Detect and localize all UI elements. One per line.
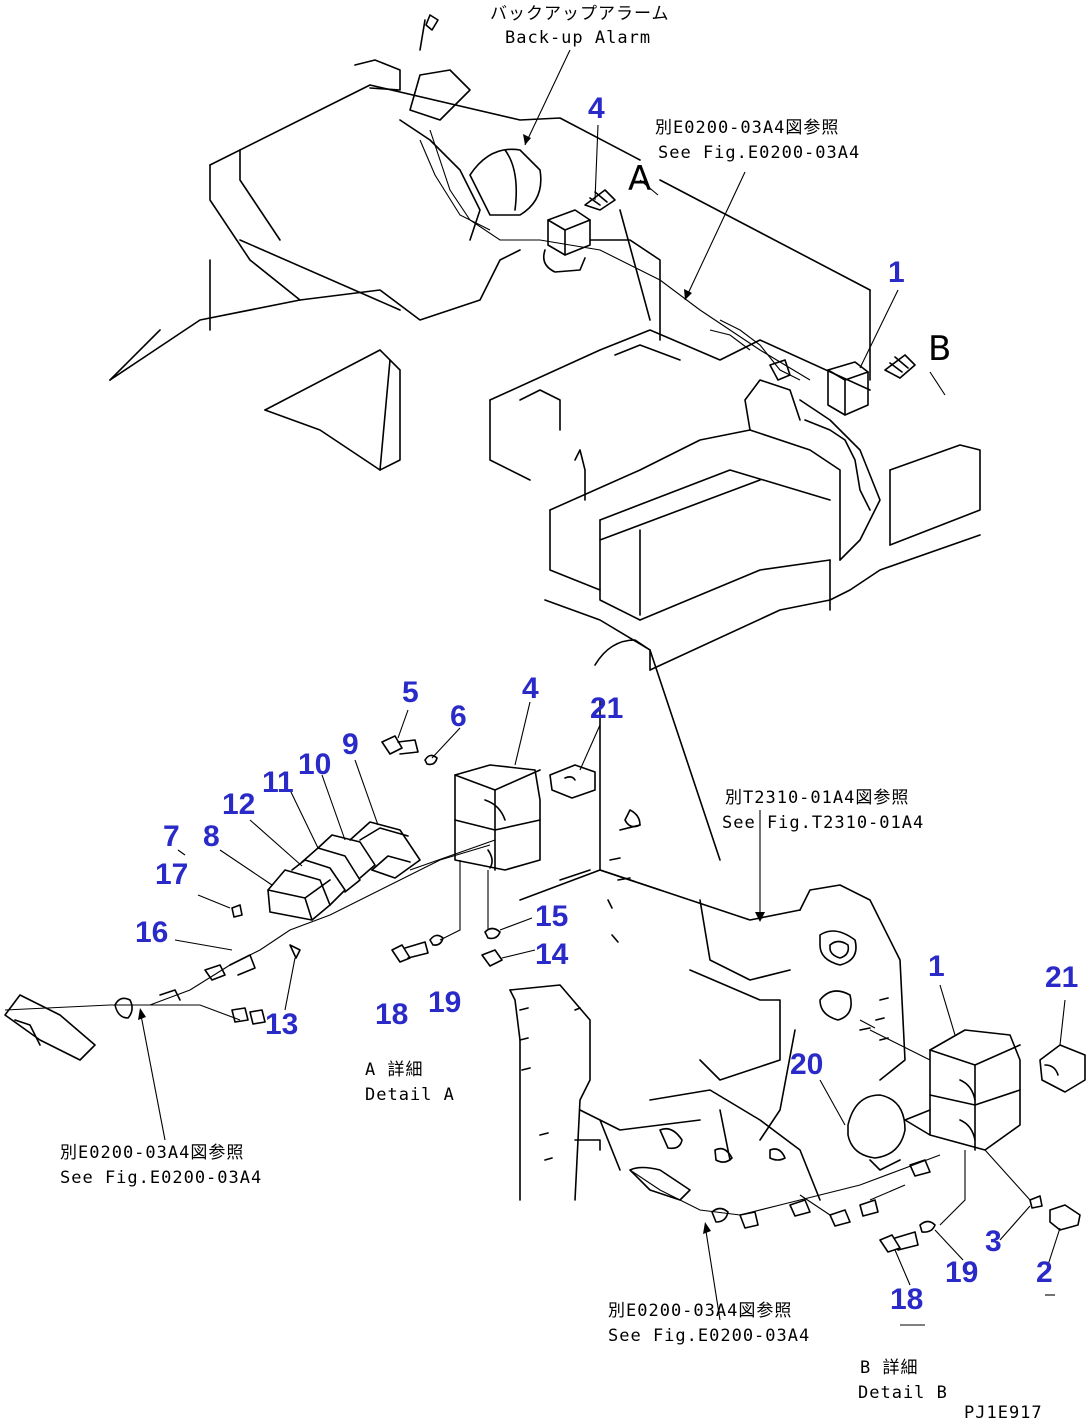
callout-4-detail-a: 4 [522,672,539,705]
callout-12: 12 [222,788,256,821]
detail-a-label-en: Detail A [365,1085,455,1105]
callout-15: 15 [535,900,569,933]
callout-13: 13 [265,1008,299,1041]
callout-19-detail-b: 19 [945,1256,979,1289]
drawing-number: PJ1E917 [964,1403,1043,1423]
callout-10: 10 [298,748,332,781]
ref-left-label-en: See Fig.E0200-03A4 [60,1168,263,1188]
callout-14: 14 [535,938,569,971]
overview-drawing [109,14,981,671]
view-b-letter: B [928,329,952,369]
detail-b-label-jp: B 詳細 [860,1358,919,1378]
callout-2: 2 [1036,1256,1053,1289]
callout-21-detail-b: 21 [1045,961,1079,994]
detail-b-label-en: Detail B [858,1383,948,1403]
callout-6: 6 [450,700,467,733]
ref-bottom-label-en: See Fig.E0200-03A4 [608,1326,811,1346]
callout-18-detail-a: 18 [375,998,409,1031]
ref-mid-label-jp: 別T2310-01A4図参照 [725,788,910,808]
callout-8: 8 [203,820,220,853]
ref-top-label-jp: 別E0200-03A4図参照 [655,118,840,138]
callout-7: 7 [163,820,180,853]
ref-bottom-label-jp: 別E0200-03A4図参照 [608,1301,793,1321]
backup-alarm-label-en: Back-up Alarm [505,28,652,48]
callout-16: 16 [135,916,169,949]
callout-3: 3 [985,1225,1002,1258]
callout-19-detail-a: 19 [428,986,462,1019]
callout-11: 11 [262,766,294,799]
callout-1-detail-b: 1 [928,950,945,983]
callout-18-detail-b: 18 [890,1283,924,1316]
callout-4-overview: 4 [588,92,605,125]
callout-20: 20 [790,1048,824,1081]
ref-top-label-en: See Fig.E0200-03A4 [658,143,861,163]
detail-a-label-jp: A 詳細 [365,1060,424,1080]
view-a-letter: A [628,159,652,199]
backup-alarm-label-jp: バックアップアラーム [490,4,670,24]
callout-5: 5 [402,676,419,709]
ref-mid-label-en: See Fig.T2310-01A4 [722,813,925,833]
callout-21-detail-a: 21 [590,692,624,725]
callout-9: 9 [342,728,359,761]
callout-1-overview: 1 [888,256,905,289]
detail-a-drawing [4,701,601,1141]
ref-left-label-jp: 別E0200-03A4図参照 [60,1143,245,1163]
detail-b-drawing [509,639,1086,1326]
callout-17: 17 [155,858,189,891]
